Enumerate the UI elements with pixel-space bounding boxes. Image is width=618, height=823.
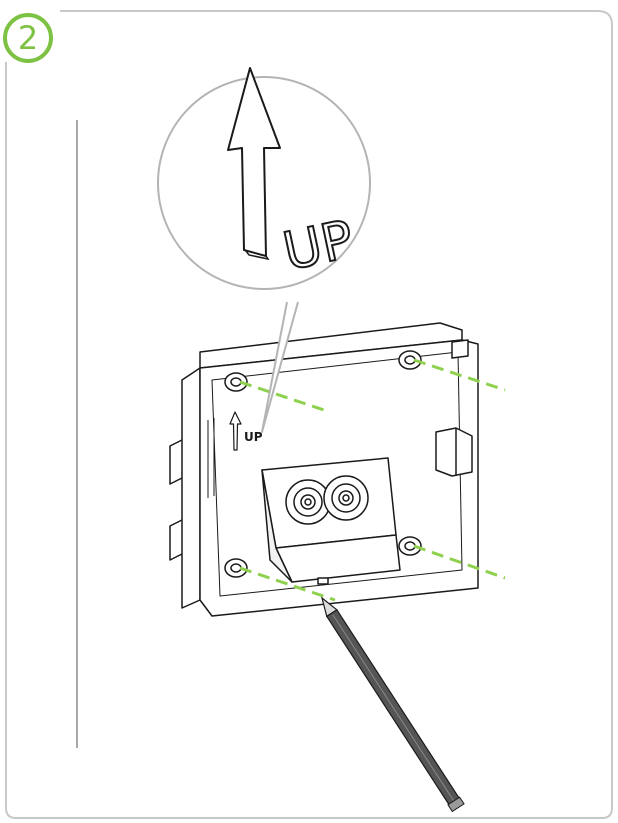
pencil-icon — [316, 594, 464, 811]
plate-up-label: UP — [244, 430, 263, 444]
connector-block — [262, 458, 400, 584]
step-number: 2 — [18, 22, 38, 54]
step-number-badge: 2 — [3, 13, 53, 63]
callout-up-label: UP — [278, 210, 358, 283]
